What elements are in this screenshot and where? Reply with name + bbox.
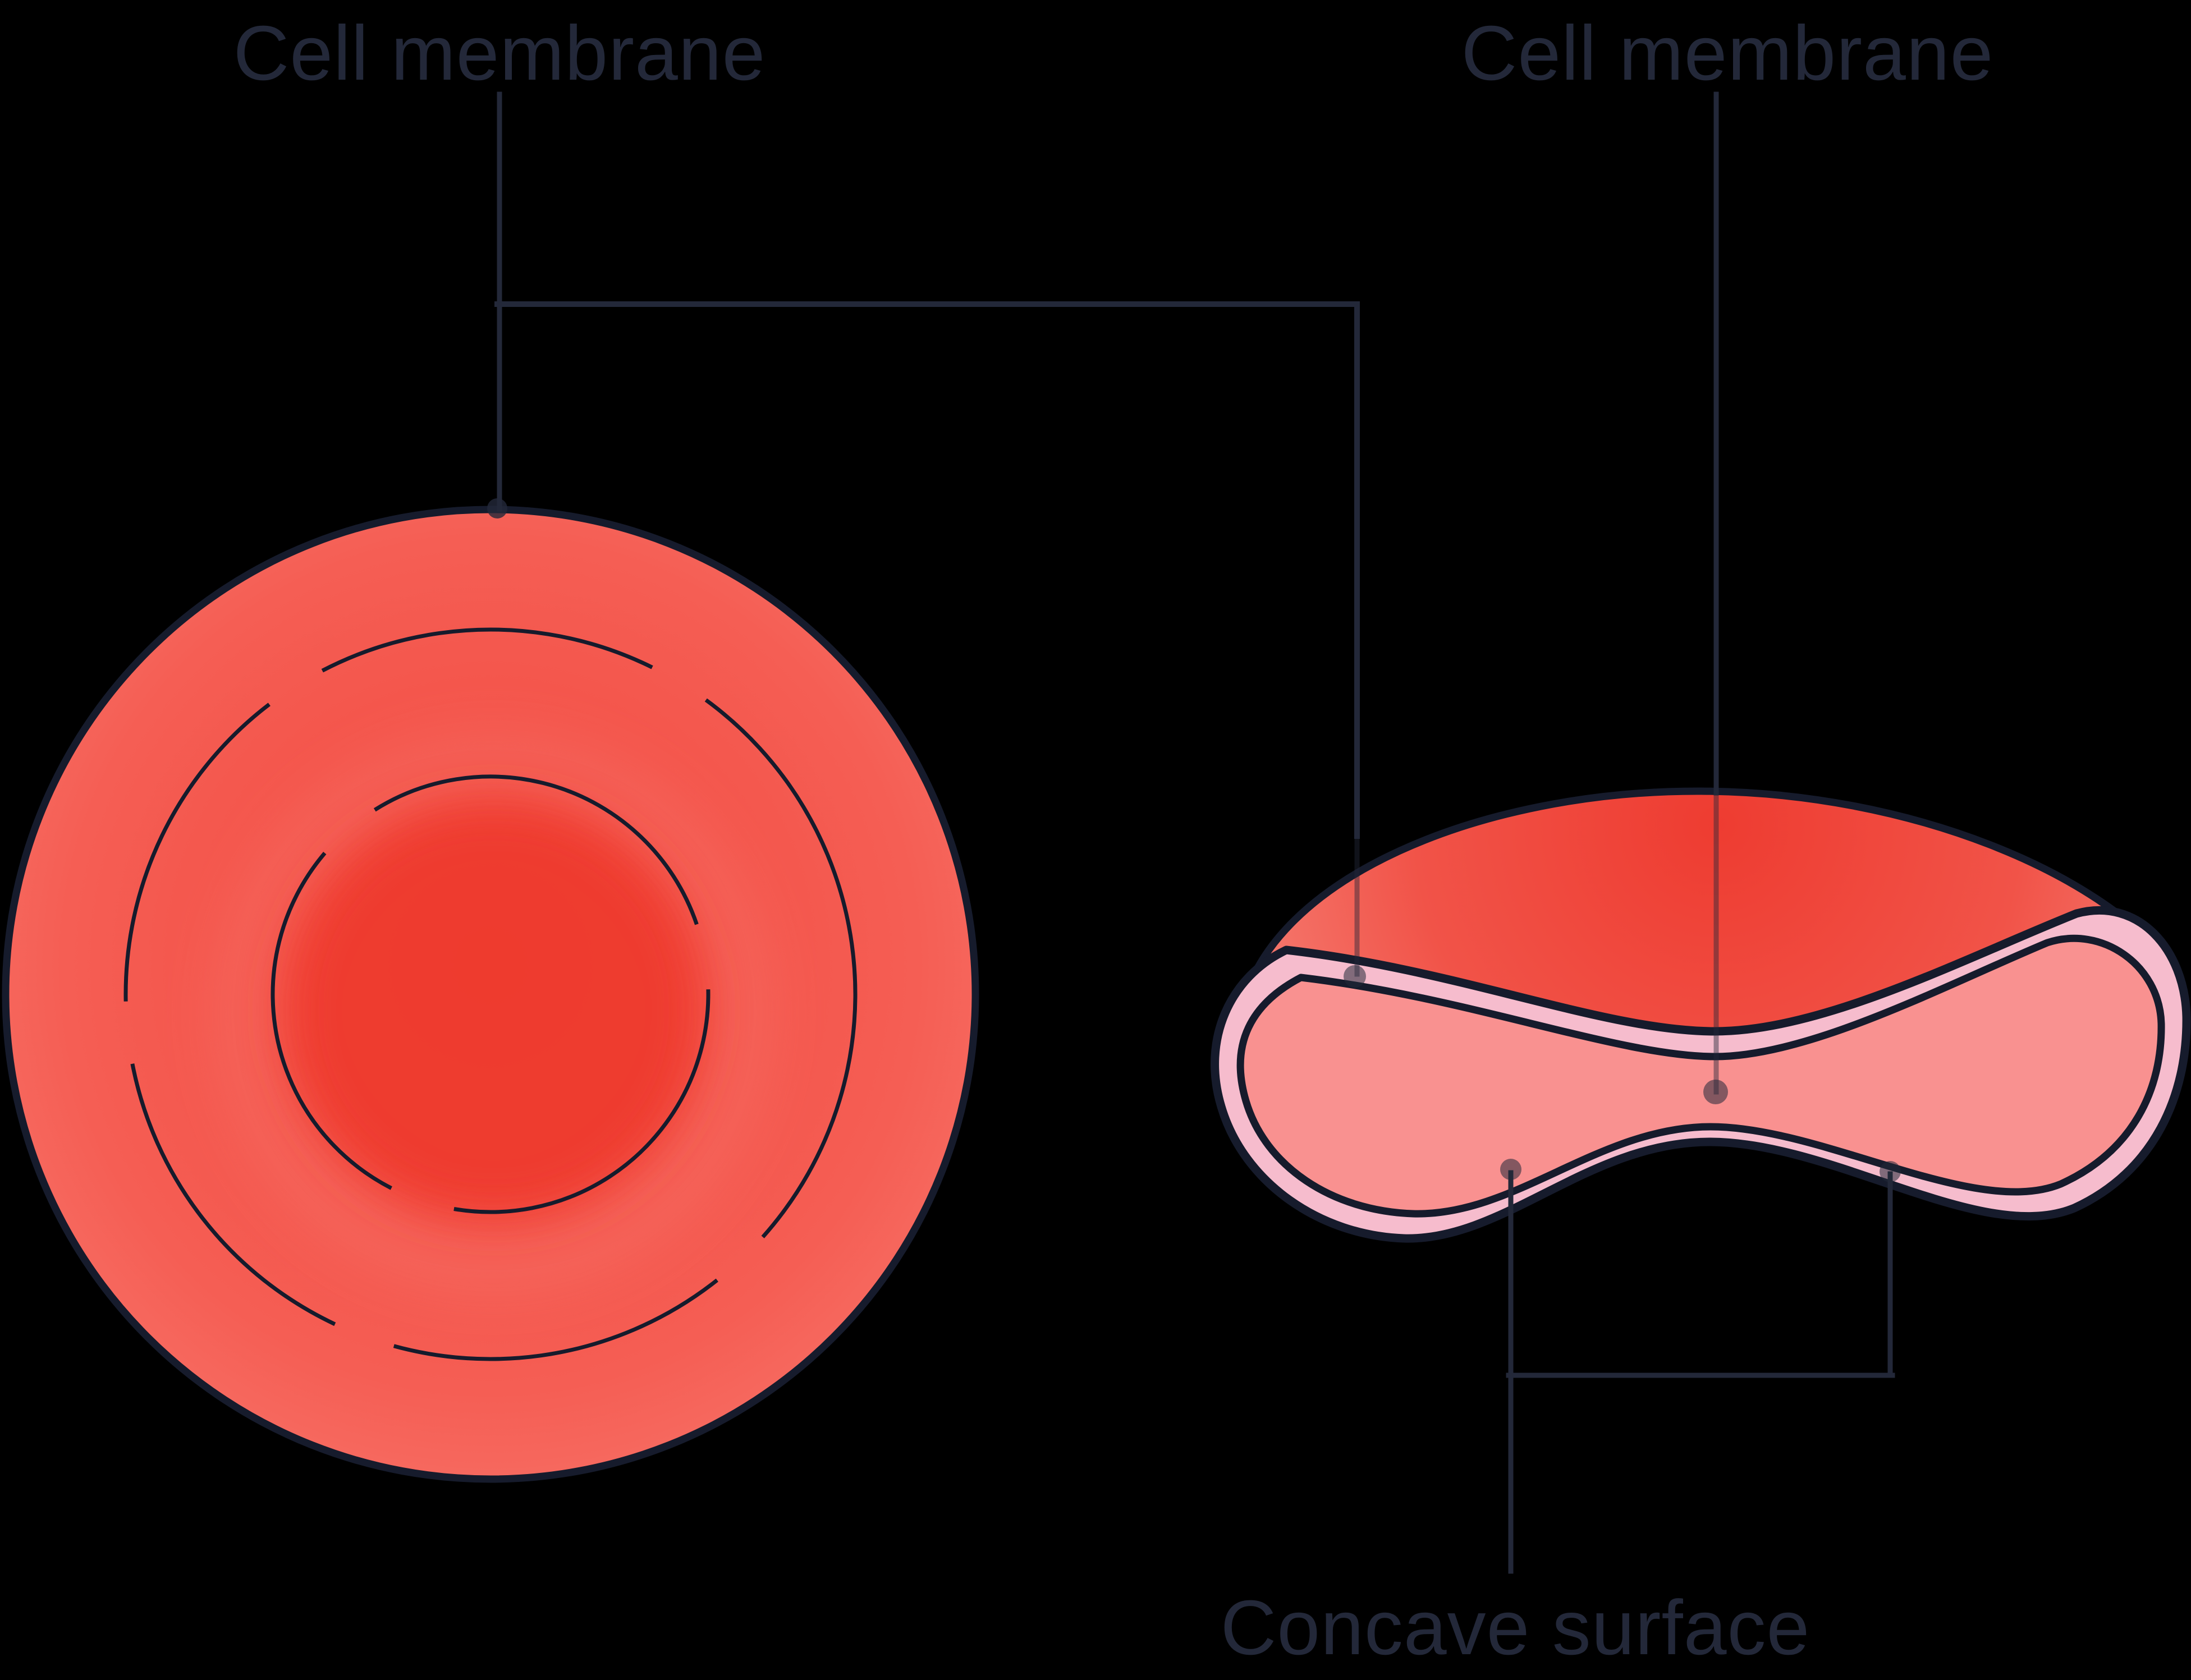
dot-top-view-membrane [487, 498, 507, 518]
label-concave-surface: Concave surface [1220, 1585, 1810, 1671]
cell-side-view-cut-face [1236, 934, 2165, 1218]
label-cell-membrane-left: Cell membrane [233, 10, 766, 97]
dot-concave-left [1500, 1159, 1521, 1180]
dot-side-view-membrane-left [1344, 965, 1366, 988]
cell-top-view [2, 506, 979, 1483]
connector-dots [487, 498, 1901, 1182]
inner-contour-dashed-ring [271, 774, 711, 1214]
dot-concave-right [1880, 1161, 1901, 1182]
depression-highlight-ring [223, 742, 765, 1284]
leader-branch-to-side-view [494, 301, 1360, 839]
label-cell-membrane-right: Cell membrane [1461, 10, 1994, 97]
dot-side-view-membrane-center [1703, 1080, 1728, 1104]
leader-concave-surface [1506, 1170, 1895, 1574]
cell-side-view [1211, 787, 2191, 1243]
cell-top-view-depression [285, 801, 703, 1219]
outer-contour-dashed-ring [123, 627, 858, 1361]
leader-lines [494, 91, 1895, 1574]
